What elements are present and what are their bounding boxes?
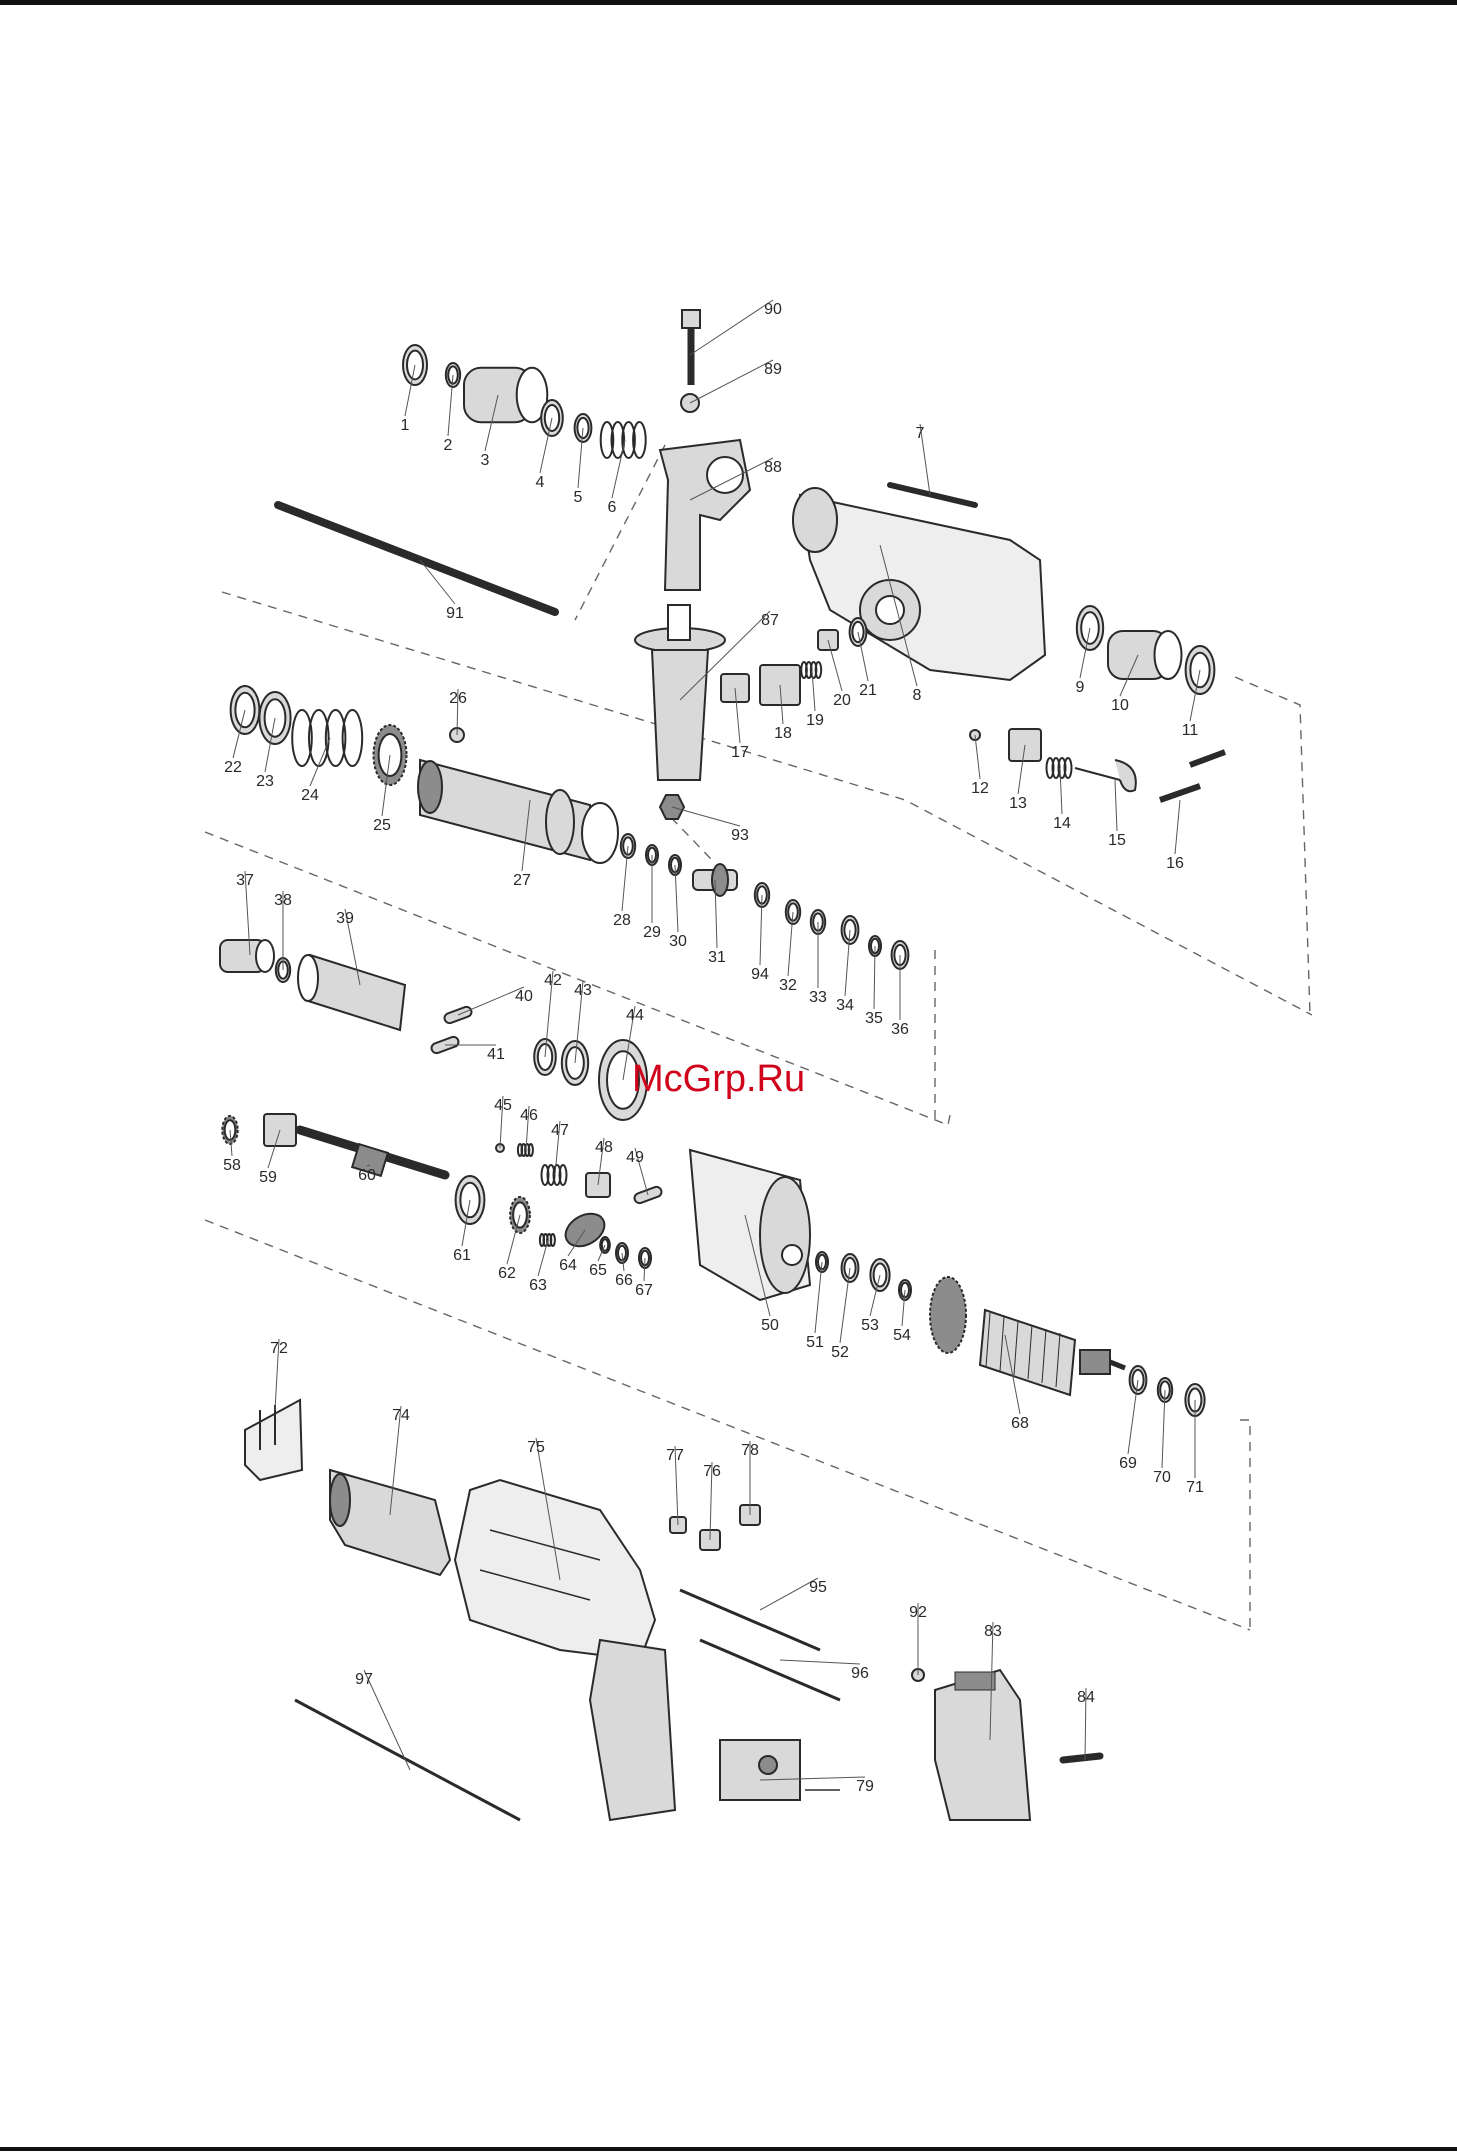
watermark-text: McGrp.Ru xyxy=(632,1058,805,1100)
bottom-rule xyxy=(0,2147,1457,2151)
